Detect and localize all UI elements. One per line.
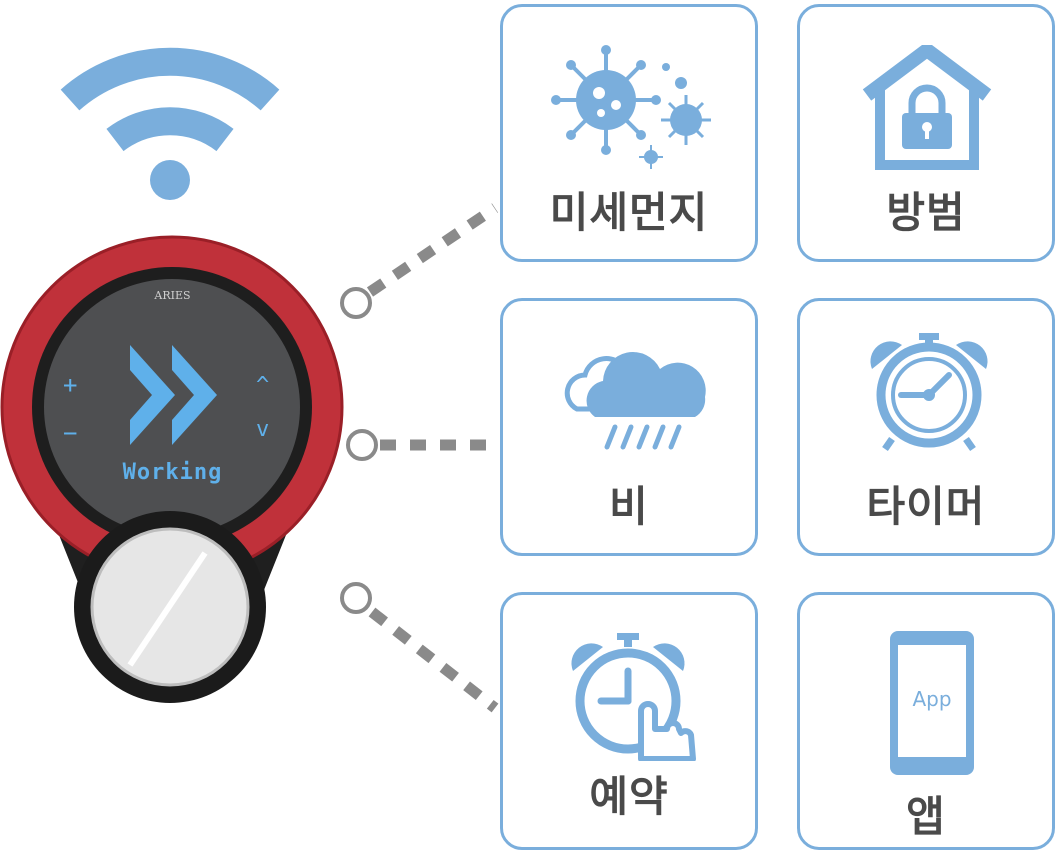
up-button[interactable]: ^: [256, 373, 270, 398]
card-label: 타이머: [866, 482, 986, 531]
card-label: 미세먼지: [549, 188, 709, 237]
card-timer: 타이머: [797, 298, 1055, 556]
connector-top: [366, 203, 499, 297]
card-label: 방범: [886, 188, 966, 237]
card-security: 방범: [797, 4, 1055, 262]
minus-button[interactable]: −: [63, 419, 78, 447]
card-reservation: 예약: [500, 592, 758, 850]
card-label: 비: [609, 482, 649, 531]
card-label: 앱: [906, 792, 946, 841]
card-fine-dust: 미세먼지: [500, 4, 758, 262]
wifi-icon: [60, 47, 280, 200]
connector-bottom: [368, 607, 499, 713]
thermostat-device: ARIES + − ^ v Working: [0, 235, 345, 715]
phone-app-icon: [890, 631, 974, 775]
card-label: 예약: [589, 772, 669, 821]
connector-node-middle: [346, 429, 378, 461]
virus-icon: [551, 45, 711, 169]
device-body: [0, 235, 344, 703]
device-brand: ARIES: [154, 289, 191, 302]
card-app: App 앱: [797, 592, 1055, 850]
plus-button[interactable]: +: [63, 371, 78, 399]
down-button[interactable]: v: [256, 417, 270, 442]
device-status: Working: [122, 460, 223, 485]
rain-cloud-icon: [564, 352, 706, 450]
connector-node-bottom: [340, 582, 372, 614]
house-lock-icon: [862, 45, 992, 170]
app-screen-text: App: [912, 687, 952, 711]
alarm-clock-icon: [870, 333, 988, 452]
card-rain: 비: [500, 298, 758, 556]
clock-touch-icon: [571, 633, 696, 761]
connector-node-top: [340, 287, 372, 319]
